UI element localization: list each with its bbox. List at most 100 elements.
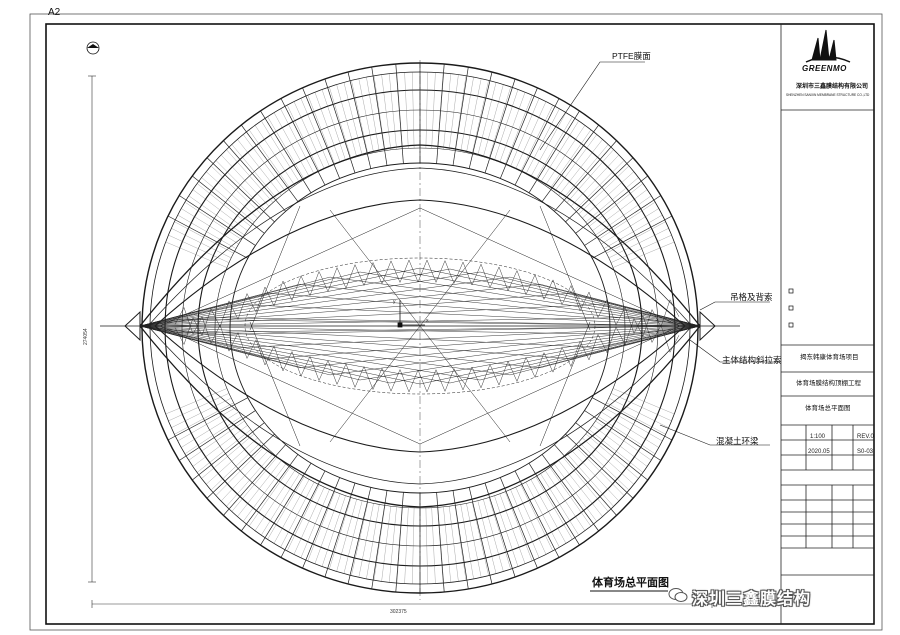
radial-rib xyxy=(452,490,469,590)
mesh-line xyxy=(566,453,614,507)
cable-fan-line xyxy=(139,271,481,327)
mesh-line xyxy=(221,154,270,207)
truss-line xyxy=(246,293,257,313)
truss-line xyxy=(282,281,293,301)
radial-rib xyxy=(452,66,469,166)
mesh-line xyxy=(606,221,666,254)
mesh-line xyxy=(396,72,403,149)
truss-line xyxy=(363,366,374,390)
mesh-line xyxy=(582,171,634,219)
truss-line xyxy=(579,341,590,360)
truss-line xyxy=(471,366,482,388)
truss-line xyxy=(624,318,635,345)
mesh-line xyxy=(545,125,586,186)
mesh-line xyxy=(192,425,248,467)
mesh-line xyxy=(171,397,232,428)
truss-line xyxy=(462,262,473,286)
truss-line xyxy=(192,317,203,336)
mesh-line xyxy=(510,489,540,558)
mesh-line xyxy=(520,105,553,172)
mesh-line xyxy=(261,120,300,183)
cable-fan-line xyxy=(179,325,701,333)
truss-line xyxy=(588,292,599,318)
truss-line xyxy=(570,341,581,367)
radial-rib xyxy=(592,215,673,259)
project-name: 揭东韩康体育场项目 xyxy=(800,354,859,361)
truss-line xyxy=(192,316,203,335)
mesh-line xyxy=(396,507,403,584)
mesh-line xyxy=(373,505,386,581)
truss-line xyxy=(336,267,347,289)
truss-line xyxy=(345,264,356,289)
truss-line xyxy=(318,271,329,292)
mesh-line xyxy=(608,228,669,259)
mesh-line xyxy=(425,507,428,584)
mesh-line xyxy=(582,437,634,485)
truss-line xyxy=(282,351,293,371)
radial-rib xyxy=(468,71,493,169)
truss-line xyxy=(327,360,338,385)
radial-rib xyxy=(280,470,326,558)
mesh-line xyxy=(431,507,436,584)
cable-fan-line xyxy=(449,268,701,327)
truss-line xyxy=(660,299,671,327)
radial-rib xyxy=(395,63,404,164)
label-concrete-ring: 混凝土环梁 xyxy=(716,436,759,446)
mesh-line xyxy=(525,482,560,548)
cable-fan-line xyxy=(299,283,701,327)
mesh-line xyxy=(535,476,573,540)
cable-fan-line xyxy=(139,325,541,369)
mesh-line xyxy=(578,165,630,215)
mesh-line xyxy=(366,504,380,579)
truss-line xyxy=(444,260,455,284)
mesh-line xyxy=(314,92,341,163)
radial-rib xyxy=(347,487,372,585)
mesh-line xyxy=(188,195,245,236)
radial-rib xyxy=(192,175,265,234)
truss-line xyxy=(624,307,635,334)
mesh-line xyxy=(505,95,533,165)
truss-line xyxy=(534,352,545,378)
mesh-line xyxy=(608,397,669,428)
cable-fan-line xyxy=(239,325,701,348)
cable-fan-line xyxy=(139,268,391,327)
truss-line xyxy=(480,264,491,288)
radial-rib xyxy=(436,63,445,164)
radial-rib xyxy=(167,397,248,441)
truss-line xyxy=(480,364,491,388)
watermark-text: 深圳三鑫膜结构 xyxy=(692,591,812,608)
truss-line xyxy=(606,326,617,353)
mesh-line xyxy=(585,433,639,479)
mesh-line xyxy=(287,105,320,172)
radial-rib xyxy=(260,110,312,193)
mesh-line xyxy=(483,84,504,157)
truss-line xyxy=(669,299,680,317)
mesh-line xyxy=(188,420,245,461)
mesh-line xyxy=(358,78,374,153)
truss-line xyxy=(201,316,212,344)
mesh-line xyxy=(574,160,625,211)
cable-fans xyxy=(139,260,701,392)
mesh-line xyxy=(412,507,415,584)
radial-rib xyxy=(554,444,617,516)
truss-line xyxy=(660,325,671,353)
cable-fan-line xyxy=(629,317,701,327)
mesh-line xyxy=(287,484,320,551)
truss-line xyxy=(651,309,662,327)
company-logo-icon xyxy=(805,29,851,63)
truss-line xyxy=(390,369,401,392)
radial-rib xyxy=(280,98,326,186)
mesh-line xyxy=(168,234,230,263)
cable-fan-line xyxy=(139,276,511,327)
mesh-line xyxy=(592,425,648,467)
truss-line xyxy=(453,262,464,284)
truss-line xyxy=(588,334,599,360)
radial-rib xyxy=(575,422,648,481)
radial-rib xyxy=(528,110,580,193)
truss-line xyxy=(246,339,257,359)
cable-fan-line xyxy=(139,268,451,327)
wechat-watermark-icon xyxy=(668,588,688,602)
mesh-line xyxy=(466,503,482,578)
radial-rib xyxy=(541,454,599,532)
truss-line xyxy=(408,260,419,283)
